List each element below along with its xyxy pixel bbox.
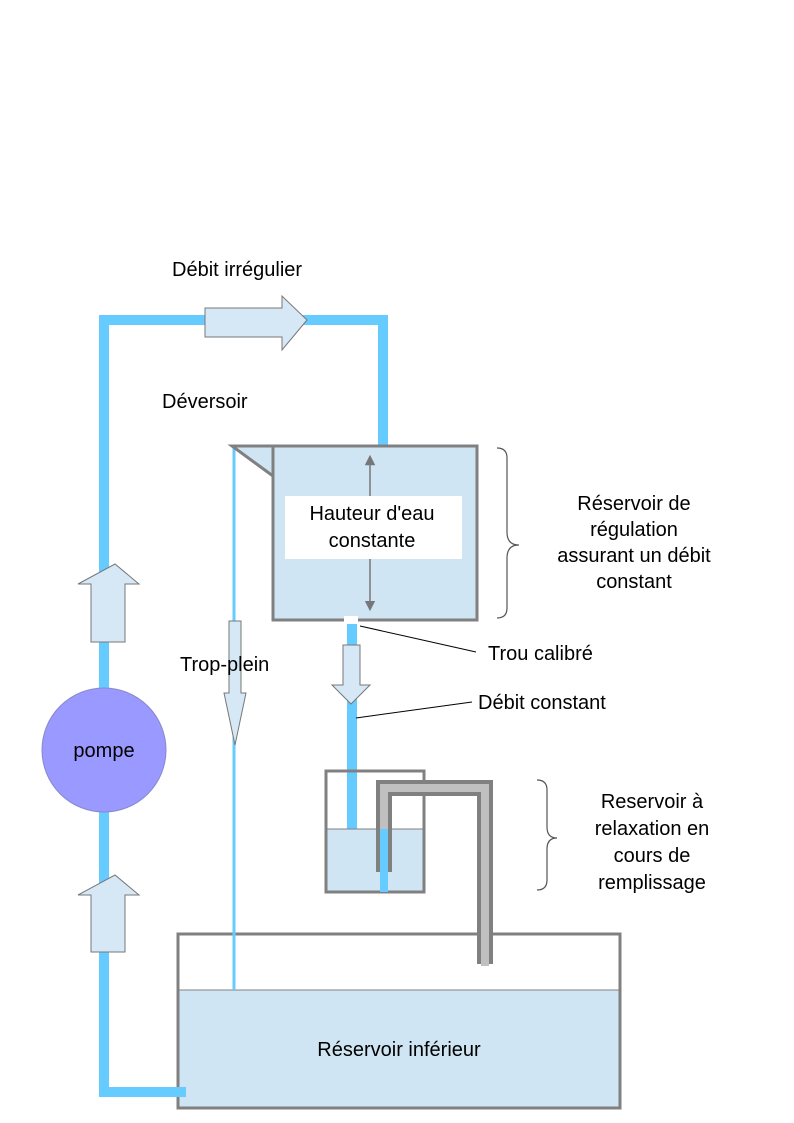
label-regulation-tank-line2: régulation xyxy=(590,519,678,541)
calibrated-hole xyxy=(344,616,358,624)
main-pipe xyxy=(99,315,388,1097)
label-relaxation-tank-line3: cours de xyxy=(614,845,691,867)
lower-tank xyxy=(176,932,622,1110)
constant-height-label-box xyxy=(285,496,462,559)
label-weir: Déversoir xyxy=(162,391,248,413)
brace-relaxation-tank xyxy=(536,779,558,891)
relaxation-tank-water xyxy=(326,829,424,892)
up-arrow-upper xyxy=(77,563,141,643)
weir xyxy=(227,444,275,479)
label-regulation-tank-line1: Réservoir de xyxy=(577,493,690,515)
pointer-calibrated-hole xyxy=(359,625,477,653)
label-constant-flow: Débit constant xyxy=(478,692,606,714)
lower-tank-outline xyxy=(176,932,622,1110)
label-pump: pompe xyxy=(73,740,134,762)
lower-tank-water xyxy=(178,990,620,1108)
label-relaxation-tank-line4: remplissage xyxy=(598,872,706,894)
label-flow-irregular: Débit irrégulier xyxy=(172,259,302,281)
label-relaxation-tank-line1: Reservoir à xyxy=(601,791,704,813)
up-arrow-lower xyxy=(77,874,141,953)
down-arrow-constant-flow xyxy=(330,644,372,705)
label-constant-height-line2: constante xyxy=(329,530,416,552)
relaxation-tank-outline xyxy=(324,769,426,894)
relaxation-tank xyxy=(324,769,426,894)
siphon-water xyxy=(380,829,388,892)
label-regulation-tank-line4: constant xyxy=(596,571,672,593)
label-regulation-tank-line3: assurant un débit xyxy=(557,545,711,567)
brace-regulation-tank xyxy=(496,447,520,619)
right-arrow-top xyxy=(204,294,308,352)
label-overflow: Trop-plein xyxy=(180,654,269,676)
overflow-arrow xyxy=(223,620,247,746)
label-lower-tank: Réservoir inférieur xyxy=(317,1039,481,1061)
label-relaxation-tank-line2: relaxation en xyxy=(595,818,710,840)
label-calibrated-hole: Trou calibré xyxy=(488,643,593,665)
regulation-tank-outline xyxy=(271,444,479,622)
pointer-constant-flow xyxy=(355,701,473,719)
pump-circle xyxy=(41,687,167,813)
label-constant-height-line1: Hauteur d'eau xyxy=(309,503,434,525)
